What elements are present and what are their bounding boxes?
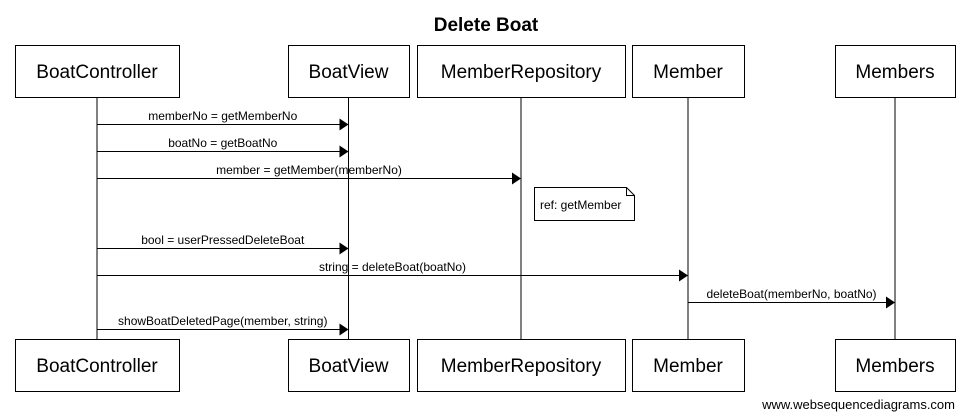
arrowhead-icon bbox=[679, 269, 688, 282]
lifelines bbox=[96, 97, 896, 339]
participant-label: Member bbox=[653, 62, 723, 83]
participant-boatview-top: BoatView bbox=[288, 45, 410, 98]
participant-box bbox=[417, 339, 626, 392]
arrowhead-icon bbox=[512, 172, 521, 185]
participant-box bbox=[632, 339, 745, 392]
note-fold bbox=[626, 187, 635, 196]
arrowhead-icon bbox=[339, 242, 349, 255]
participant-label: BoatController bbox=[36, 356, 158, 377]
arrowhead-icon bbox=[339, 323, 349, 336]
participant-member-top: Member bbox=[632, 45, 745, 98]
participant-box bbox=[632, 45, 745, 98]
participant-label: Members bbox=[855, 356, 934, 377]
participant-label: BoatController bbox=[36, 62, 158, 83]
message-label: bool = userPressedDeleteBoat bbox=[141, 233, 305, 247]
participant-box bbox=[835, 45, 956, 98]
participant-box bbox=[288, 339, 410, 392]
arrowhead-icon bbox=[886, 296, 895, 309]
message-2: boatNo = getBoatNo bbox=[97, 136, 349, 158]
participant-label: Members bbox=[855, 62, 934, 83]
participant-box bbox=[15, 45, 180, 98]
message-3: member = getMember(memberNo) bbox=[97, 163, 521, 185]
message-label: deleteBoat(memberNo, boatNo) bbox=[706, 287, 876, 301]
message-label: boatNo = getBoatNo bbox=[168, 136, 277, 150]
participant-memberrepository-top: MemberRepository bbox=[417, 45, 626, 98]
watermark: www.websequencediagrams.com bbox=[761, 397, 955, 412]
participant-boatview-bottom: BoatView bbox=[288, 339, 410, 392]
message-6: deleteBoat(memberNo, boatNo) bbox=[688, 287, 895, 309]
participant-label: MemberRepository bbox=[441, 356, 602, 377]
participant-label: Member bbox=[653, 356, 723, 377]
note-label: ref: getMember bbox=[540, 198, 621, 212]
message-label: showBoatDeletedPage(member, string) bbox=[118, 314, 327, 328]
participant-box bbox=[417, 45, 626, 98]
note: ref: getMember bbox=[534, 187, 635, 221]
message-4: bool = userPressedDeleteBoat bbox=[97, 233, 349, 255]
message-5: string = deleteBoat(boatNo) bbox=[97, 260, 688, 282]
participant-box bbox=[288, 45, 410, 98]
arrowhead-icon bbox=[339, 118, 349, 131]
participant-label: BoatView bbox=[309, 356, 389, 377]
message-1: memberNo = getMemberNo bbox=[97, 109, 349, 131]
arrowhead-icon bbox=[339, 145, 349, 158]
participant-label: MemberRepository bbox=[441, 62, 602, 83]
participant-member-bottom: Member bbox=[632, 339, 745, 392]
participant-boxes-top: BoatController BoatView MemberRepository Me… bbox=[15, 45, 956, 98]
participant-boatcontroller-top: BoatController bbox=[15, 45, 180, 98]
participant-boatcontroller-bottom: BoatController bbox=[15, 339, 180, 392]
participant-box bbox=[835, 339, 956, 392]
message-label: memberNo = getMemberNo bbox=[148, 109, 297, 123]
message-label: member = getMember(memberNo) bbox=[216, 163, 402, 177]
participant-members-top: Members bbox=[835, 45, 956, 98]
messages: memberNo = getMemberNo boatNo = getBoatNo… bbox=[97, 109, 895, 336]
participant-members-bottom: Members bbox=[835, 339, 956, 392]
participant-box bbox=[15, 339, 180, 392]
participant-label: BoatView bbox=[309, 62, 389, 83]
diagram-title: Delete Boat bbox=[434, 15, 539, 36]
message-7: showBoatDeletedPage(member, string) bbox=[97, 314, 349, 336]
note-box bbox=[534, 187, 635, 221]
participant-boxes-bottom: BoatController BoatView MemberRepository Me… bbox=[15, 339, 956, 392]
message-label: string = deleteBoat(boatNo) bbox=[319, 260, 466, 274]
participant-memberrepository-bottom: MemberRepository bbox=[417, 339, 626, 392]
